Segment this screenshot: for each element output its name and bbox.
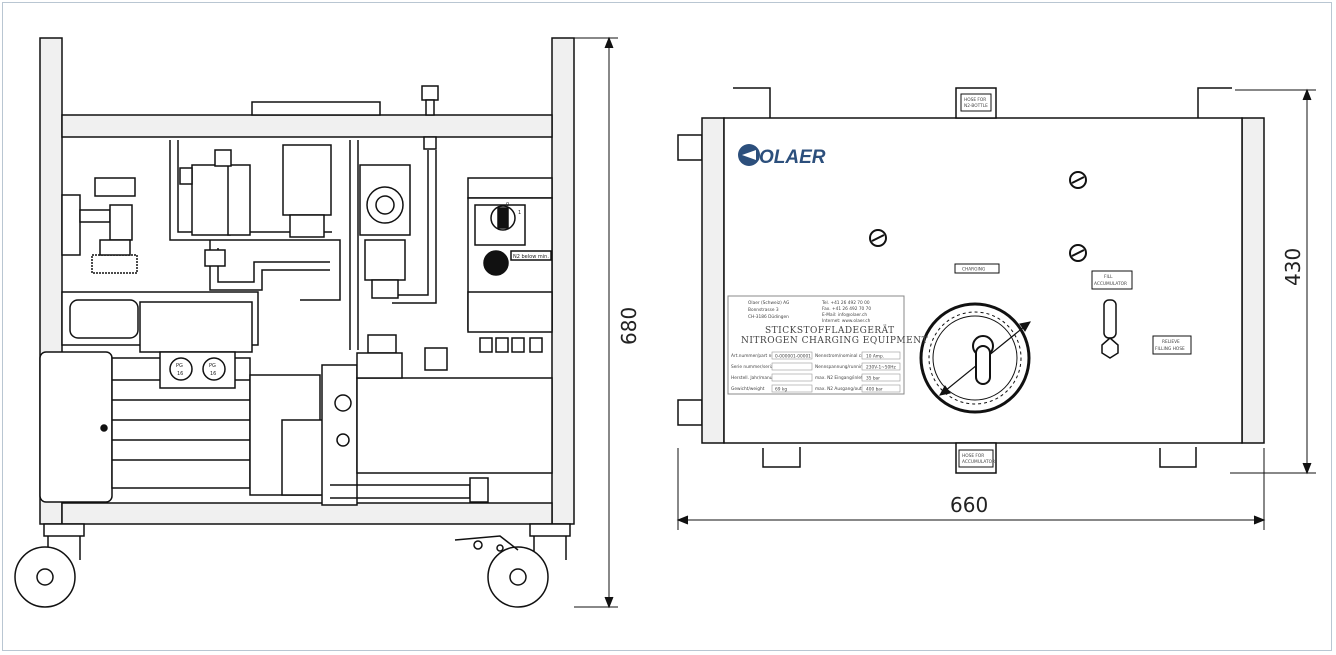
plate-row-box [771, 373, 813, 382]
svg-text:CHARGING: CHARGING [962, 267, 985, 273]
tag-fill-accumulator: FILL ACCUMULATOR [1091, 270, 1133, 290]
svg-text:RELIEVE: RELIEVE [1162, 339, 1180, 345]
olaer-logo-icon [738, 144, 760, 166]
dimension-680-lines [574, 36, 618, 609]
logo-text: OLAER [759, 147, 826, 168]
charging-dial[interactable] [919, 302, 1031, 414]
svg-text:N2-BOTTLE: N2-BOTTLE [964, 103, 988, 109]
plate-row-box [771, 362, 813, 371]
tag-charging: CHARGING [954, 263, 1000, 274]
plate-row-value: 35 bar [866, 376, 880, 382]
plate-row-label: Nennstrom/nominal current [815, 353, 875, 359]
svg-text:STICKSTOFFLADEGERÄT: STICKSTOFFLADEGERÄT [765, 324, 895, 336]
svg-text:ACCUMULATOR: ACCUMULATOR [962, 459, 995, 465]
gauge-1-label-bottom: 16 [177, 371, 183, 377]
svg-text:Fax. +41 26 492 70 70: Fax. +41 26 492 70 70 [822, 306, 871, 312]
plate-row-box [861, 384, 901, 393]
svg-text:E-Mail: info@olaer.ch: E-Mail: info@olaer.ch [822, 312, 867, 318]
tag-hose-accumulator: HOSE FOR ACCUMULATOR [958, 449, 995, 468]
plate-row-label: max. N2 Eingang/inlet [815, 375, 863, 381]
screw-1 [869, 229, 887, 247]
plate-row-label: Serie nummer/serial number [731, 364, 793, 370]
svg-text:FILLING HOSE: FILLING HOSE [1155, 346, 1185, 352]
plate-row-value: 10 Amp. [866, 354, 884, 360]
plate-row-label: max. N2 Ausgang/outlet [815, 386, 867, 392]
plate-row-value: 0-000001-00001 [775, 354, 811, 360]
svg-text:HOSE FOR: HOSE FOR [964, 97, 986, 103]
svg-text:Bonnstrasse 3: Bonnstrasse 3 [748, 307, 779, 313]
tag-hose-n2: HOSE FOR N2-BOTTLE [960, 93, 992, 112]
plate-row-box [771, 384, 813, 393]
dimension-680: 680 [617, 307, 641, 345]
svg-text:Tel. +41 26 492 70 00: Tel. +41 26 492 70 00 [821, 300, 870, 306]
nameplate: Olaer (Schweiz) AG Bonnstrasse 3 CH-3186… [727, 295, 928, 395]
plate-row-value: 400 bar [866, 387, 883, 393]
plate-row-label: Nennspannung/running voltage [815, 364, 883, 370]
dimension-660-lines [676, 448, 1266, 530]
svg-text:Olaer (Schweiz) AG: Olaer (Schweiz) AG [748, 300, 789, 306]
switch-off-label: 0 [506, 202, 509, 208]
gauge-2-label-top: PG [209, 363, 216, 369]
plate-row-label: Art.nummer/part number [731, 353, 786, 359]
gauge-1-label-top: PG [176, 363, 183, 369]
plate-row-label: Herstell. Jahr/manuf. year [731, 375, 786, 381]
fill-valve[interactable] [1101, 299, 1119, 359]
svg-text:CH-3186 Düdingen: CH-3186 Düdingen [748, 314, 789, 320]
svg-text:FILL: FILL [1104, 274, 1113, 280]
plate-row-box [771, 351, 813, 360]
plate-row-label: Gewicht/weight [731, 386, 765, 392]
switch-on-label: 1 [518, 210, 521, 216]
n2-below-label: N2 below min. [513, 254, 549, 260]
svg-text:NITROGEN CHARGING EQUIPMENT: NITROGEN CHARGING EQUIPMENT [741, 336, 928, 346]
screw-2 [1069, 171, 1087, 189]
plate-row-value: 230V-1~50Hz [866, 365, 896, 371]
tag-relieve-filling-hose: RELIEVE FILLING HOSE [1152, 335, 1192, 355]
svg-text:Internet: www.olaer.ch: Internet: www.olaer.ch [822, 318, 871, 324]
front-view [677, 87, 1265, 474]
dimension-430: 430 [1281, 248, 1305, 286]
plate-row-box [861, 351, 901, 360]
svg-text:HOSE FOR: HOSE FOR [962, 453, 984, 459]
dimension-430-lines [1230, 88, 1316, 475]
screw-3 [1069, 244, 1087, 262]
side-view [14, 37, 575, 608]
dimension-660: 660 [950, 493, 988, 517]
gauge-2-label-bottom: 16 [210, 371, 216, 377]
svg-text:ACCUMULATOR: ACCUMULATOR [1094, 281, 1127, 287]
plate-row-box [861, 362, 901, 371]
plate-row-box [861, 373, 901, 382]
plate-row-value: 69 kg [775, 387, 787, 393]
